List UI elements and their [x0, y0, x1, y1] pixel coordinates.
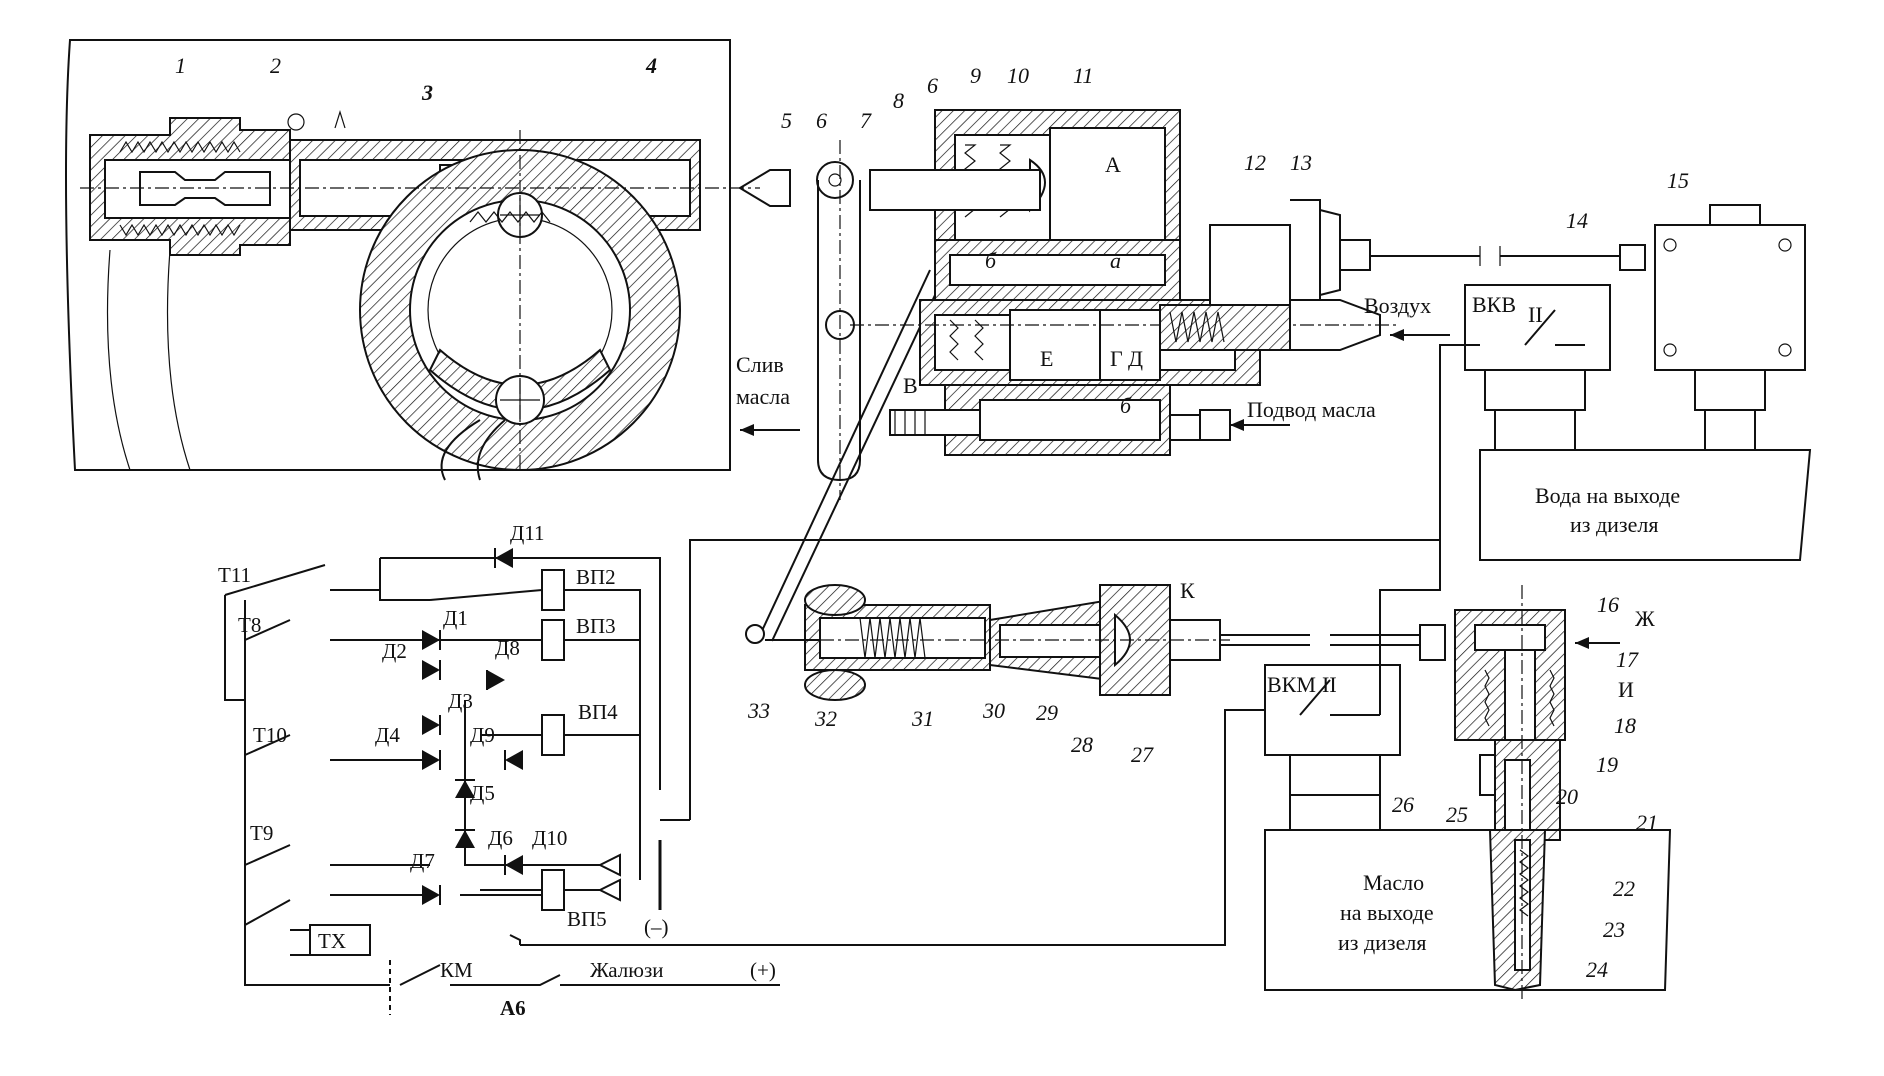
cavity-label-e: Е: [1040, 346, 1053, 371]
cavity-labels: А б а Е Г Д В б К Ж И: [903, 152, 1655, 702]
oil-box-label-1: Масло: [1363, 870, 1424, 895]
coil-label-vp2: ВП2: [576, 565, 616, 589]
relay-labels: ВКВ II ВКМ II: [1267, 292, 1543, 697]
part-label-20: 20: [1556, 784, 1578, 809]
diode-label-d6: Д6: [488, 826, 513, 850]
cavity-label-a-upper: А: [1105, 152, 1121, 177]
cavity-label-d: Д: [1128, 346, 1143, 371]
part-label-33: 33: [747, 698, 770, 723]
part-label-27: 27: [1131, 742, 1154, 767]
cavity-label-g: Г: [1110, 346, 1123, 371]
part-label-24: 24: [1586, 957, 1608, 982]
part-label-31: 31: [911, 706, 934, 731]
vkv-roman: II: [1528, 302, 1543, 327]
oil-supply-label: Подвод масла: [1247, 397, 1376, 422]
oil-sensor-assembly: [520, 345, 1672, 1000]
cavity-label-b-upper: б: [985, 248, 997, 273]
terminal-label-plus: (+): [750, 958, 776, 982]
part-label-10: 10: [1007, 63, 1029, 88]
relay-circuit: [224, 548, 780, 1015]
part-label-9: 9: [970, 63, 981, 88]
part-label-11: 11: [1073, 63, 1093, 88]
vkm-roman: II: [1322, 672, 1337, 697]
part-label-19: 19: [1596, 752, 1618, 777]
coil-label-vp3: ВП3: [576, 614, 616, 638]
cavity-label-v: В: [903, 373, 918, 398]
part-label-7: 7: [860, 108, 872, 133]
coil-label-vp5: ВП5: [567, 907, 607, 931]
diode-label-d3: Д3: [448, 689, 473, 713]
diode-label-d11: Д11: [510, 521, 545, 545]
coil-label-vp4: ВП4: [578, 700, 618, 724]
diode-label-d2: Д2: [382, 639, 407, 663]
air-label: Воздух: [1364, 293, 1431, 318]
water-box-label-1: Вода на выходе: [1535, 483, 1680, 508]
cavity-label-zh: Ж: [1635, 606, 1655, 631]
cavity-label-i: И: [1618, 677, 1634, 702]
switch-label-km: КМ: [440, 958, 473, 982]
bellows-assembly: [765, 584, 1446, 701]
lever-arm: [738, 140, 945, 644]
oil-box-label-2: на выходе: [1340, 900, 1434, 925]
servo-housing: [65, 39, 800, 481]
water-box-label-2: из дизеля: [1570, 512, 1658, 537]
switch-label-t10: Т10: [253, 723, 287, 747]
part-label-2: 2: [270, 53, 281, 78]
part-label-13: 13: [1290, 150, 1312, 175]
switch-label-a6: А6: [500, 996, 526, 1020]
part-label-29: 29: [1036, 700, 1058, 725]
terminal-label-minus: (–): [644, 915, 669, 939]
part-label-1: 1: [175, 53, 186, 78]
diode-label-d9: Д9: [470, 723, 495, 747]
diode-label-d8: Д8: [495, 636, 520, 660]
part-label-8: 8: [893, 88, 904, 113]
water-sensor-assembly: [689, 204, 1812, 690]
part-label-16: 16: [1597, 592, 1619, 617]
switch-label-t11: Т11: [218, 563, 251, 587]
oil-drain-label-2: масла: [736, 384, 790, 409]
diode-label-d5: Д5: [470, 781, 495, 805]
diode-label-d1: Д1: [443, 606, 468, 630]
part-label-26: 26: [1392, 792, 1414, 817]
part-label-5: 5: [781, 108, 792, 133]
part-label-30: 30: [982, 698, 1005, 723]
oil-drain-label-1: Слив: [736, 352, 784, 377]
vkv-label: ВКВ: [1472, 292, 1516, 317]
part-label-25: 25: [1446, 802, 1468, 827]
part-label-3: 3: [421, 80, 433, 105]
oil-box-label-3: из дизеля: [1338, 930, 1426, 955]
diode-label-d4: Д4: [375, 723, 400, 747]
part-label-6a: 6: [816, 108, 827, 133]
part-label-32: 32: [814, 706, 837, 731]
part-number-labels: 1 2 3 4 5 6 7 8 6 9 10 11 12 13 14 15 16…: [175, 53, 1689, 982]
blinds-label: Жалюзи: [590, 958, 664, 982]
diode-label-d10: Д10: [532, 826, 567, 850]
part-label-6b: 6: [927, 73, 938, 98]
part-label-23: 23: [1603, 917, 1625, 942]
environment-labels: Вода на выходе из дизеля Масло на выходе…: [1338, 483, 1680, 955]
part-label-4: 4: [645, 53, 657, 78]
switch-label-tx: ТХ: [318, 929, 346, 953]
part-label-14: 14: [1566, 208, 1588, 233]
part-label-12: 12: [1244, 150, 1266, 175]
vkm-label: ВКМ: [1267, 672, 1316, 697]
valve-block: [850, 109, 1450, 456]
part-label-17: 17: [1616, 647, 1639, 672]
cavity-label-b-lower: б: [1120, 393, 1132, 418]
circuit-labels: Т11 Т8 Т10 Т9 ТХ КМ А6 Д11 Д1 Д2 Д8 Д3 Д…: [218, 521, 776, 1020]
part-label-21: 21: [1636, 810, 1658, 835]
diode-label-d7: Д7: [410, 849, 435, 873]
cavity-label-a-lower: а: [1110, 248, 1121, 273]
part-label-18: 18: [1614, 713, 1636, 738]
switch-label-t8: Т8: [238, 613, 261, 637]
cavity-label-k: К: [1180, 578, 1195, 603]
flow-labels: Воздух Подвод масла Слив масла: [736, 293, 1431, 422]
switch-label-t9: Т9: [250, 821, 273, 845]
part-label-22: 22: [1613, 876, 1635, 901]
part-label-15: 15: [1667, 168, 1689, 193]
part-label-28: 28: [1071, 732, 1093, 757]
